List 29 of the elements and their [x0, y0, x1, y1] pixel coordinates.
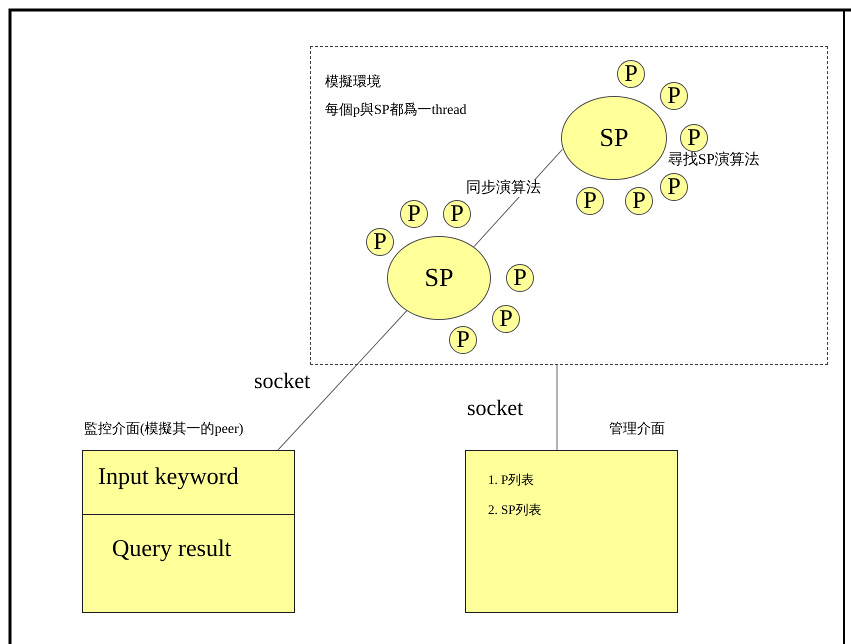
- edge-label: 同步演算法: [466, 180, 541, 196]
- peer-circle: P: [576, 187, 604, 215]
- panel-heading: 管理介面: [609, 422, 665, 438]
- peer-circle: P: [660, 82, 688, 110]
- peer-circle: P: [443, 200, 471, 228]
- peer-circle: P: [492, 305, 520, 333]
- peer-circle: P: [660, 173, 688, 201]
- peer-circle: P: [506, 264, 534, 292]
- sp-ellipse: SP: [561, 96, 667, 180]
- peer-circle: P: [625, 187, 653, 215]
- panel-heading: 監控介面(模擬其一的peer): [84, 422, 244, 438]
- list-item: 1. P列表: [488, 473, 534, 488]
- list-item: 2. SP列表: [488, 503, 542, 518]
- edge-label: socket: [467, 395, 524, 421]
- sp-ellipse: SP: [387, 236, 491, 320]
- algorithm-label: 尋找SP演算法: [668, 152, 760, 168]
- simulation-area: [310, 46, 828, 365]
- peer-circle: P: [366, 228, 394, 256]
- connector-line: [556, 364, 558, 450]
- edge-label: socket: [254, 368, 310, 394]
- peer-circle: P: [680, 124, 708, 152]
- area-title: 模擬環境: [325, 75, 381, 90]
- input-keyword-field: Input keyword: [98, 464, 239, 491]
- peer-circle: P: [400, 200, 428, 228]
- peer-circle: P: [449, 326, 477, 354]
- connector-line: [278, 310, 408, 450]
- peer-circle: P: [617, 60, 645, 88]
- query-result-area: Query result: [112, 536, 232, 563]
- area-note: 每個p與SP都爲一thread: [325, 103, 467, 118]
